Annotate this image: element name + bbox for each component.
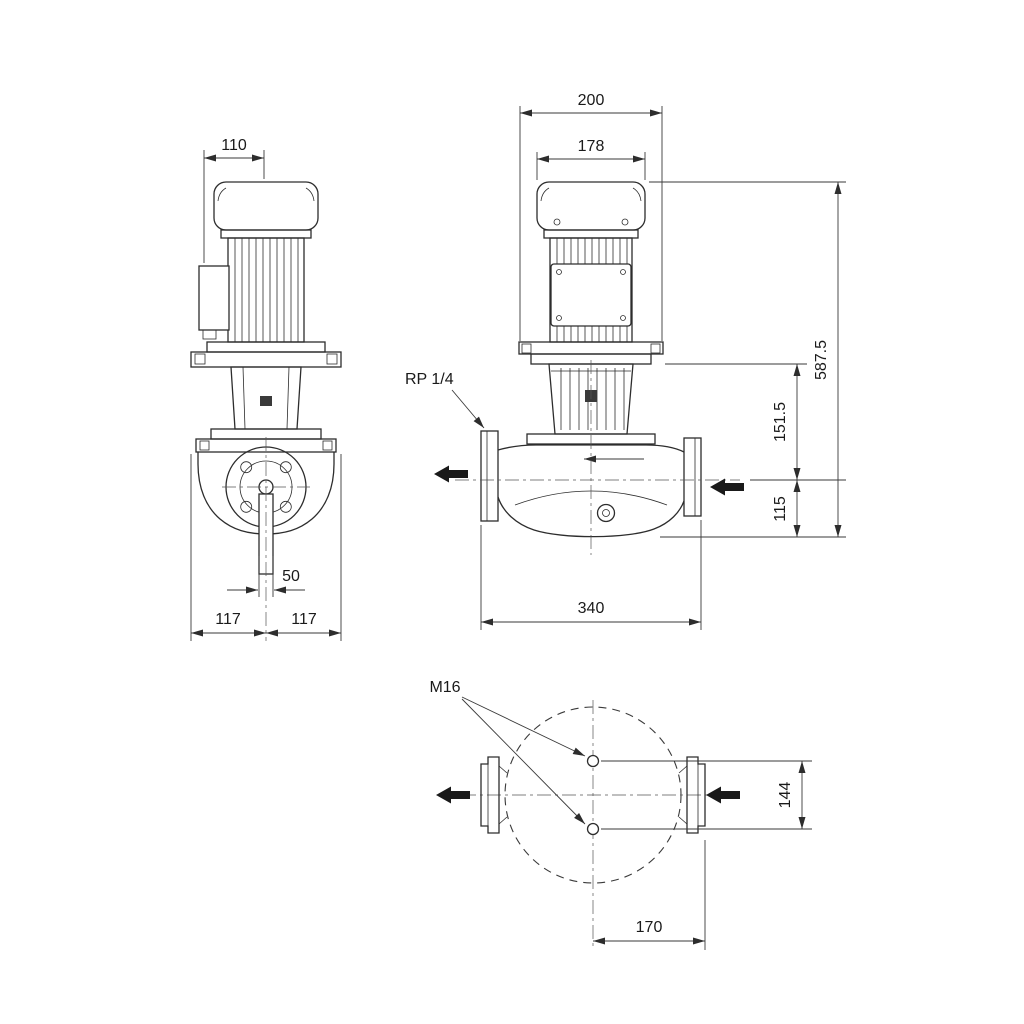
dim-fan-cover-width: 178 (578, 138, 605, 155)
front-motor-body (227, 237, 305, 343)
gauge-tapping-leader (451, 389, 485, 429)
plan-outlet-flow-arrow (436, 786, 470, 804)
side-view: RP 1/4 (405, 181, 744, 555)
dim-motor-top-width: 110 (221, 137, 247, 154)
gauge-tapping-label: RP 1/4 (405, 371, 454, 388)
plan-inlet-flange (686, 756, 706, 834)
side-motor-cap (536, 181, 646, 231)
side-motor-flange (518, 341, 664, 355)
dim-bolt-spacing: 144 (777, 782, 794, 809)
side-terminal-box (550, 263, 632, 327)
front-view-dimensions: 110 50 117 117 (190, 137, 342, 641)
dim-total-height: 587.5 (813, 340, 830, 380)
inlet-flow-arrow (710, 478, 744, 496)
plan-bolt-hole-top (586, 754, 600, 768)
dim-port-height: 115 (772, 496, 789, 522)
plan-outlet-flange (480, 756, 500, 834)
bolt-leader-top (461, 696, 586, 757)
dim-port-offset: 170 (636, 919, 663, 936)
bolt-leader-bottom (461, 698, 586, 825)
front-motor-flange (190, 351, 342, 368)
dim-length: 340 (578, 600, 605, 617)
plan-view-dimensions: 144 170 (593, 760, 812, 950)
front-motor-fins (234, 238, 299, 342)
plan-inlet-flow-arrow (706, 786, 740, 804)
dim-flange-width: 200 (578, 92, 605, 109)
plan-bolt-hole-bottom (586, 822, 600, 836)
side-drain-plug (596, 503, 616, 523)
side-volute-bottom (497, 496, 685, 538)
dim-base-right: 117 (291, 611, 317, 628)
dim-lantern-height: 151.5 (772, 402, 789, 442)
front-motor-cap (213, 181, 319, 231)
front-view (190, 181, 342, 641)
plan-view: M16 (429, 679, 740, 948)
dim-drain-width: 50 (282, 568, 300, 585)
front-terminal-box (198, 265, 230, 331)
side-inlet-flange (683, 437, 702, 517)
dim-base-left: 117 (215, 611, 241, 628)
side-view-dimensions: 200 178 151.5 115 587.5 340 (480, 92, 846, 630)
bolt-thread-label: M16 (429, 679, 460, 696)
side-outlet-flange (480, 430, 499, 522)
